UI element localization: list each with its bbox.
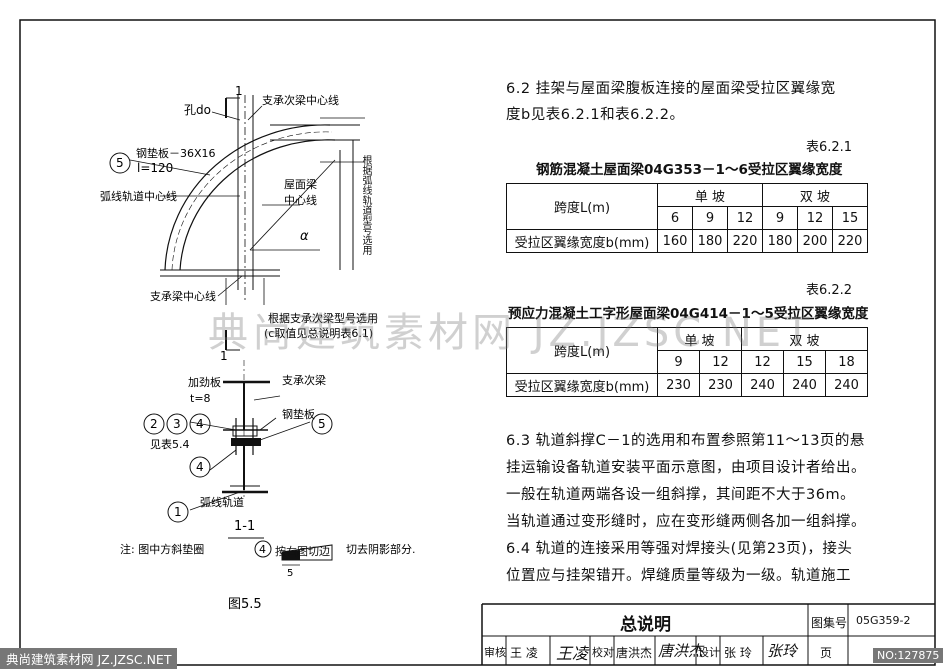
double-slope-header: 双 坡: [762, 183, 868, 207]
single-slope-header: 单 坡: [657, 183, 763, 207]
design-name: 张 玲: [724, 646, 752, 660]
table-6-2-2: 跨度L(m) 单 坡 双 坡 9 12 12 15 18 受拉区翼缘宽度b(mm…: [506, 327, 868, 397]
svg-text:中心线: 中心线: [284, 193, 317, 207]
design-label: 设计: [698, 646, 720, 659]
vertical-note: 根据弧线轨道型号选用: [360, 155, 371, 255]
svg-text:孔do: 孔do: [184, 103, 211, 117]
span-cell: 15: [783, 350, 826, 374]
table-6-2-1-number: 表6.2.1: [806, 140, 853, 155]
watermark: 典尚建筑素材网 JZ.JZSC.NET: [208, 310, 814, 356]
section-mark-top: 1: [235, 84, 243, 98]
atlas-label: 图集号: [811, 616, 848, 630]
para-6-3-line3: 一般在轨道两端各设一组斜撑，其间距不大于36m。: [506, 487, 856, 503]
para-6-2-line2: 度b见表6.2.1和表6.2.2。: [506, 107, 685, 123]
table-6-2-2-title: 预应力混凝土工字形屋面梁04G414－1～5受拉区翼缘宽度: [508, 306, 869, 322]
svg-text:1: 1: [174, 505, 182, 519]
svg-text:加劲板: 加劲板: [188, 375, 221, 389]
svg-text:弧线轨道中心线: 弧线轨道中心线: [100, 189, 177, 203]
para-6-3-line1: 6.3 轨道斜撑C－1的选用和布置参照第11～13页的悬: [506, 433, 865, 449]
drawing-title: 总说明: [620, 615, 671, 635]
review-signature: 王凌: [556, 644, 589, 663]
svg-text:α: α: [300, 229, 309, 244]
value-cell: 220: [727, 229, 763, 253]
svg-text:2: 2: [150, 417, 158, 431]
para-6-2-line1: 6.2 挂架与屋面梁腹板连接的屋面梁受拉区翼缘宽: [506, 81, 836, 97]
span-cell: 12: [797, 206, 833, 230]
check-name: 唐洪杰: [616, 646, 653, 660]
value-cell: 240: [783, 373, 826, 397]
svg-text:4: 4: [196, 417, 204, 431]
value-cell: 240: [825, 373, 868, 397]
footer-number: NO:127875: [873, 648, 944, 663]
svg-text:根据支承次梁型号选用: 根据支承次梁型号选用: [268, 311, 378, 325]
para-6-3-line2: 挂运输设备轨道安装平面示意图，由项目设计者给出。: [506, 460, 866, 476]
svg-text:3: 3: [173, 417, 181, 431]
svg-text:l=120: l=120: [137, 161, 173, 175]
svg-text:支承梁中心线: 支承梁中心线: [150, 289, 216, 303]
review-name: 王 凌: [510, 646, 538, 660]
value-cell: 200: [797, 229, 833, 253]
svg-text:(c取值见总说明表6.1): (c取值见总说明表6.1): [264, 326, 373, 340]
span-cell: 18: [825, 350, 868, 374]
check-label: 校对: [592, 646, 614, 659]
svg-text:钢垫板: 钢垫板: [282, 407, 315, 421]
svg-text:4: 4: [259, 543, 266, 556]
svg-text:5: 5: [116, 156, 124, 170]
value-cell: 220: [832, 229, 868, 253]
svg-text:屋面梁: 屋面梁: [284, 177, 317, 191]
svg-text:5: 5: [318, 417, 326, 431]
table-6-2-2-number: 表6.2.2: [806, 283, 853, 298]
span-cell: 6: [657, 206, 693, 230]
page-label: 页: [820, 646, 833, 660]
note-cut-text: 按右图切边: [275, 545, 330, 558]
svg-text:图5.5: 图5.5: [228, 597, 262, 612]
span-cell: 9: [762, 206, 798, 230]
design-signature: 张玲: [767, 642, 798, 660]
footer-watermark: 典尚建筑素材网 JZ.JZSC.NET: [0, 648, 178, 669]
value-cell: 180: [762, 229, 798, 253]
atlas-number: 05G359-2: [856, 614, 911, 627]
para-6-4-line2: 位置应与挂架错开。焊缝质量等级为一级。轨道施工: [506, 568, 851, 584]
span-cell: 9: [692, 206, 728, 230]
svg-text:5: 5: [287, 568, 293, 579]
span-cell: 12: [727, 206, 763, 230]
svg-text:1-1: 1-1: [234, 519, 255, 534]
row-label: 受拉区翼缘宽度b(mm): [506, 229, 658, 253]
svg-text:注: 图中方斜垫圈: 注: 图中方斜垫圈: [120, 542, 204, 556]
svg-text:切去阴影部分.: 切去阴影部分.: [346, 542, 416, 556]
span-header: 跨度L(m): [506, 183, 658, 230]
svg-text:支承次梁: 支承次梁: [282, 373, 326, 387]
svg-text:1: 1: [220, 349, 228, 363]
svg-text:钢垫板－36X16: 钢垫板－36X16: [136, 146, 216, 160]
svg-text:4: 4: [196, 460, 204, 474]
svg-text:支承次梁中心线: 支承次梁中心线: [262, 93, 339, 107]
row-label: 受拉区翼缘宽度b(mm): [506, 373, 658, 397]
span-cell: 15: [832, 206, 868, 230]
svg-text:t=8: t=8: [190, 392, 211, 405]
svg-text:弧线轨道: 弧线轨道: [200, 495, 244, 509]
value-cell: 240: [741, 373, 784, 397]
detail-drawing: 1 孔do 支承次梁中心线 5 钢垫板－36X16 l=120 弧线轨道中心线 …: [100, 84, 416, 612]
table-6-2-1: 跨度L(m) 单 坡 双 坡 6 9 12 9 12 15 受拉区翼缘宽度b(m…: [506, 183, 868, 253]
para-6-3-line4: 当轨道通过变形缝时，应在变形缝两侧各加一组斜撑。: [506, 514, 866, 530]
value-cell: 160: [657, 229, 693, 253]
value-cell: 230: [657, 373, 700, 397]
para-6-4-line1: 6.4 轨道的连接采用等强对焊接头(见第23页)，接头: [506, 541, 853, 557]
value-cell: 180: [692, 229, 728, 253]
check-signature: 唐洪杰: [658, 642, 704, 660]
value-cell: 230: [699, 373, 742, 397]
review-label: 审核: [484, 646, 506, 659]
table-6-2-1-title: 钢筋混凝土屋面梁04G353－1～6受拉区翼缘宽度: [536, 162, 843, 178]
svg-text:见表5.4: 见表5.4: [150, 437, 190, 451]
